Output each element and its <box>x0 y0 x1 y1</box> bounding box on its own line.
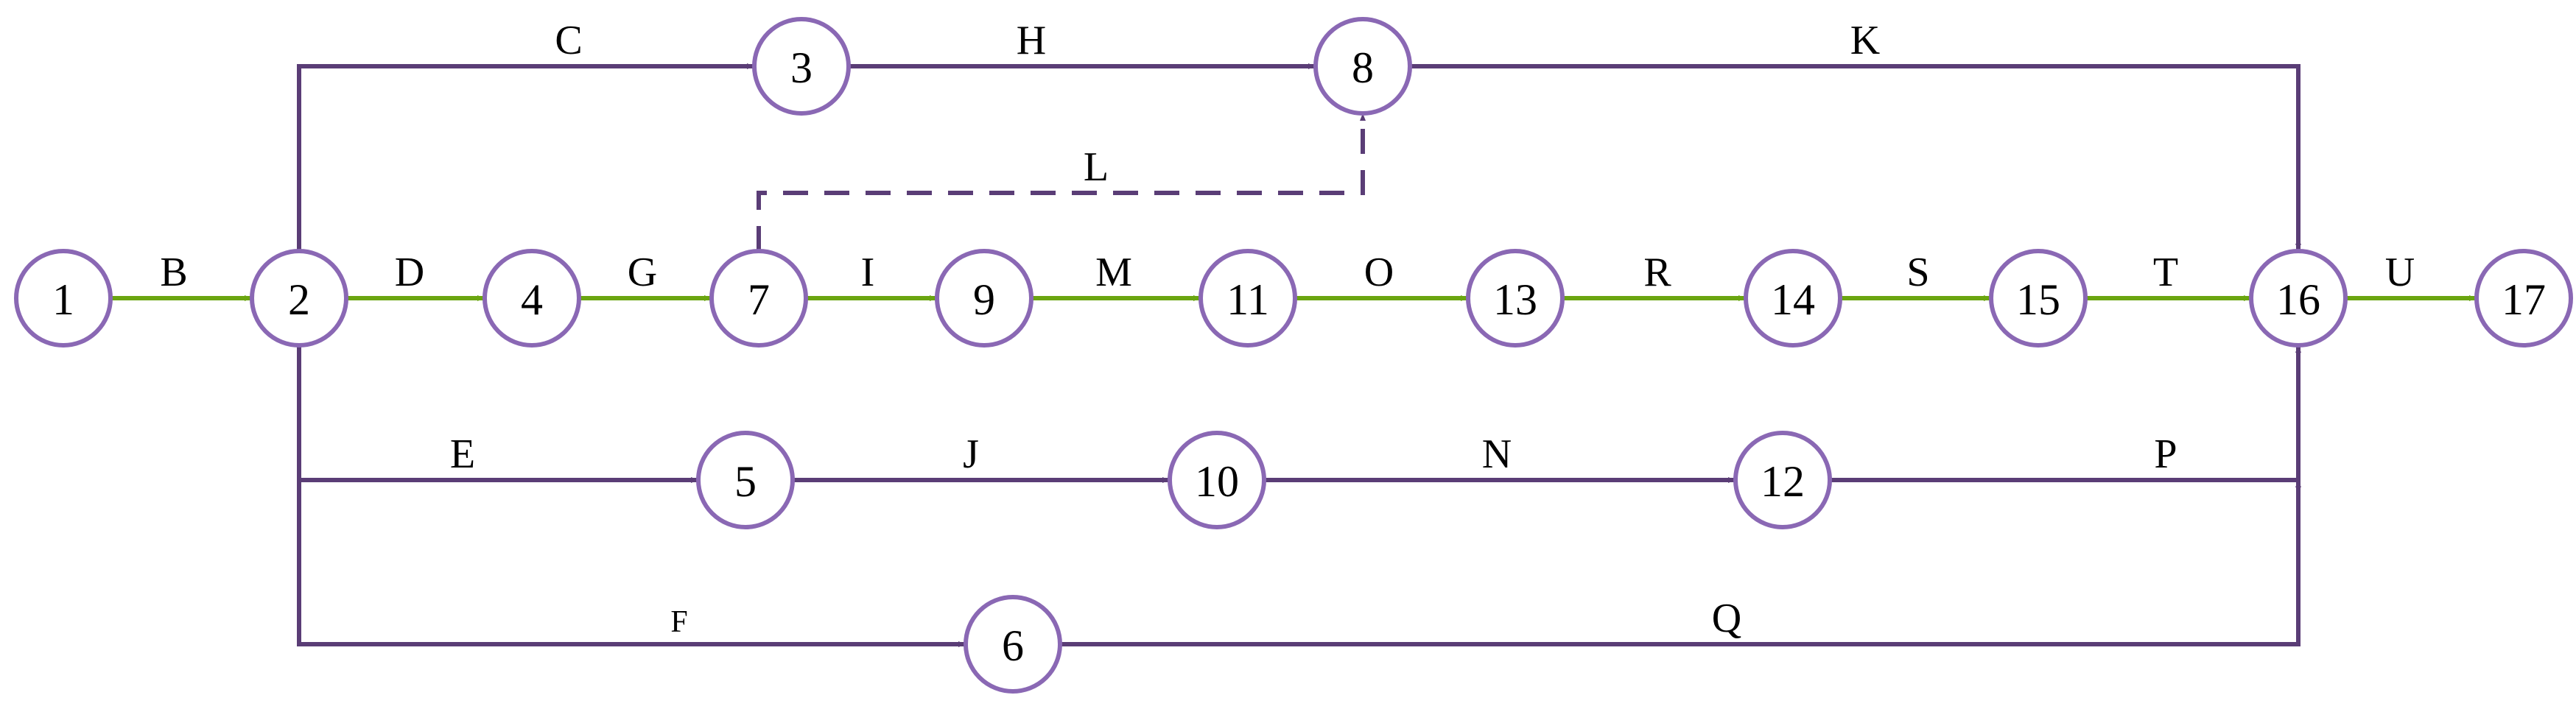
edge-label-C: C <box>555 18 582 63</box>
node-label: 5 <box>734 457 757 506</box>
edge-label-Q: Q <box>1712 596 1741 641</box>
node-circle <box>1313 17 1412 116</box>
edge-label-M: M <box>1095 250 1132 295</box>
edge-label-I: I <box>861 250 875 295</box>
edge-label-U: U <box>2385 250 2415 295</box>
node-circle <box>14 249 113 348</box>
node-label: 11 <box>1226 275 1269 324</box>
edge-label-K: K <box>1850 18 1880 63</box>
node-label: 15 <box>2016 275 2060 324</box>
node-13: 13 <box>1466 249 1565 348</box>
edge-C <box>297 63 754 251</box>
node-label: 6 <box>1002 621 1024 670</box>
node-circle <box>709 249 808 348</box>
node-7: 7 <box>709 249 808 348</box>
edge-label-N: N <box>1482 431 1512 477</box>
edge-label-G: G <box>628 250 657 295</box>
node-label: 3 <box>790 43 813 92</box>
node-17: 17 <box>2474 249 2573 348</box>
edge-label-T: T <box>2153 250 2178 295</box>
node-circle <box>1744 249 1842 348</box>
edge-label-O: O <box>1364 250 1394 295</box>
node-label: 4 <box>521 275 543 324</box>
node-6: 6 <box>964 595 1062 694</box>
node-16: 16 <box>2249 249 2348 348</box>
node-circle <box>696 431 795 529</box>
node-5: 5 <box>696 431 795 529</box>
edge-P <box>1830 345 2301 482</box>
edge-L <box>757 113 1366 251</box>
edge-labels-layer: B C D E F G H I J K L M N O P Q R S T U <box>160 18 2415 641</box>
edge-label-H: H <box>1017 18 1046 63</box>
edges-layer <box>110 63 2477 647</box>
node-circle <box>2474 249 2573 348</box>
node-circle <box>250 249 348 348</box>
node-label: 14 <box>1771 275 1815 324</box>
node-2: 2 <box>250 249 348 348</box>
edge-label-J: J <box>963 431 979 477</box>
edge-E <box>297 345 698 483</box>
node-label: 7 <box>748 275 770 324</box>
node-circle <box>935 249 1033 348</box>
edge-label-F: F <box>670 605 687 639</box>
node-label: 17 <box>2502 275 2546 324</box>
edge-label-L: L <box>1084 144 1109 190</box>
node-circle <box>752 17 851 116</box>
node-circle <box>1989 249 2088 348</box>
edge-K <box>1410 64 2301 251</box>
node-12: 12 <box>1733 431 1832 529</box>
node-label: 12 <box>1761 457 1805 506</box>
node-circle <box>2249 249 2348 348</box>
edge-label-P: P <box>2154 431 2177 477</box>
edge-label-B: B <box>160 250 187 295</box>
node-circle <box>1168 431 1266 529</box>
node-circle <box>1198 249 1297 348</box>
node-label: 13 <box>1493 275 1537 324</box>
node-10: 10 <box>1168 431 1266 529</box>
node-15: 15 <box>1989 249 2088 348</box>
node-label: 1 <box>52 275 74 324</box>
node-circle <box>1466 249 1565 348</box>
node-label: 8 <box>1352 43 1374 92</box>
node-label: 10 <box>1195 457 1239 506</box>
node-circle <box>964 595 1062 694</box>
edge-label-R: R <box>1643 250 1671 295</box>
node-circle <box>482 249 581 348</box>
node-label: 16 <box>2276 275 2320 324</box>
node-3: 3 <box>752 17 851 116</box>
node-1: 1 <box>14 249 113 348</box>
edge-F <box>297 480 966 647</box>
edge-label-E: E <box>450 431 475 477</box>
edge-Q <box>1060 480 2301 646</box>
node-4: 4 <box>482 249 581 348</box>
node-14: 14 <box>1744 249 1842 348</box>
node-11: 11 <box>1198 249 1297 348</box>
node-8: 8 <box>1313 17 1412 116</box>
edge-label-D: D <box>395 250 424 295</box>
edge-label-S: S <box>1906 250 1929 295</box>
node-circle <box>1733 431 1832 529</box>
node-label: 9 <box>973 275 995 324</box>
node-9: 9 <box>935 249 1033 348</box>
node-label: 2 <box>288 275 310 324</box>
